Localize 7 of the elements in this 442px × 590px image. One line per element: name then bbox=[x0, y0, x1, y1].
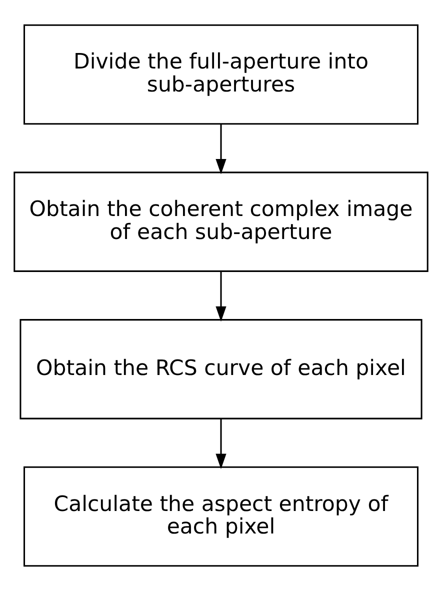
node-box: Divide the full-aperture into sub-apertures bbox=[24, 24, 418, 124]
arrow bbox=[216, 270, 226, 322]
node-box: Obtain the coherent complex image of each sub-aperture bbox=[14, 171, 428, 272]
node-box: Calculate the aspect entropy of each pixel bbox=[24, 466, 418, 566]
node-box: Obtain the RCS curve of each pixel bbox=[20, 318, 422, 419]
arrow bbox=[216, 418, 226, 468]
arrow bbox=[216, 124, 226, 174]
